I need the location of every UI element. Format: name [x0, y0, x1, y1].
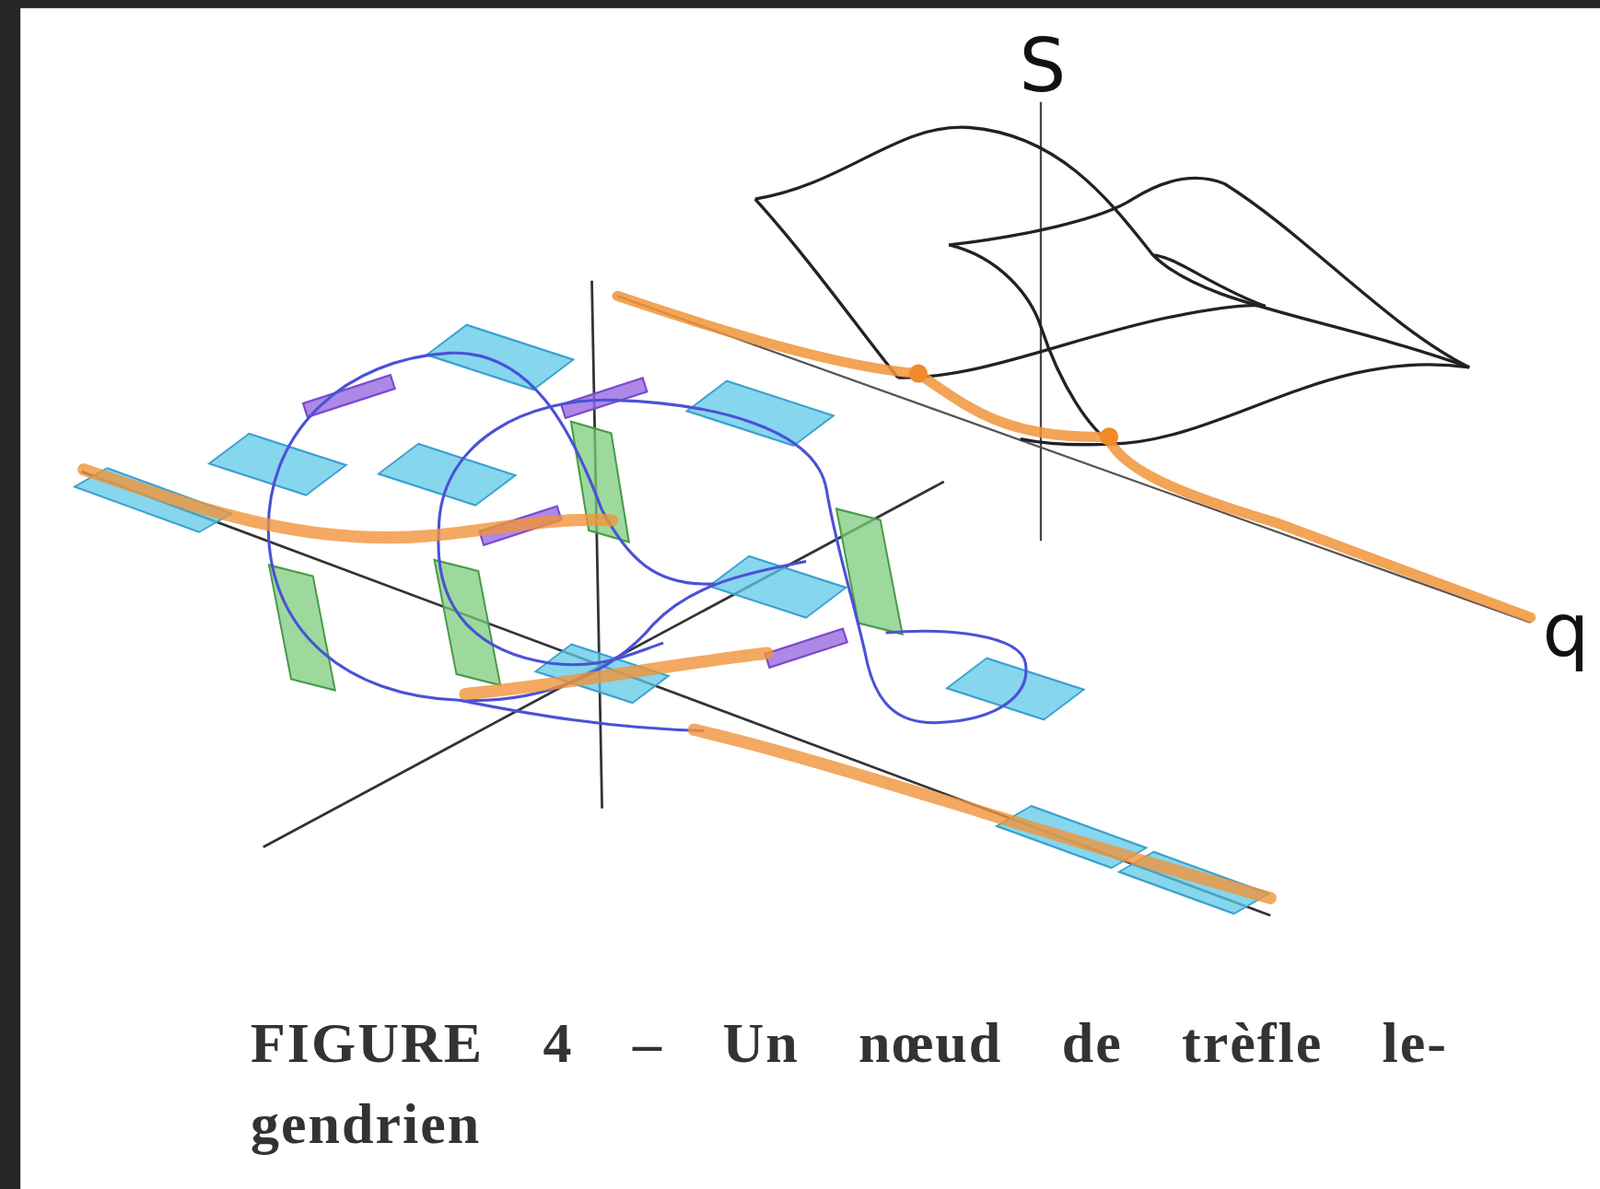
axis-label: q — [1542, 594, 1590, 668]
figure-caption: FIGURE 4 – Un nœud de trèfle le- gendrie… — [250, 1002, 1449, 1165]
axis-label: S — [1019, 29, 1067, 104]
